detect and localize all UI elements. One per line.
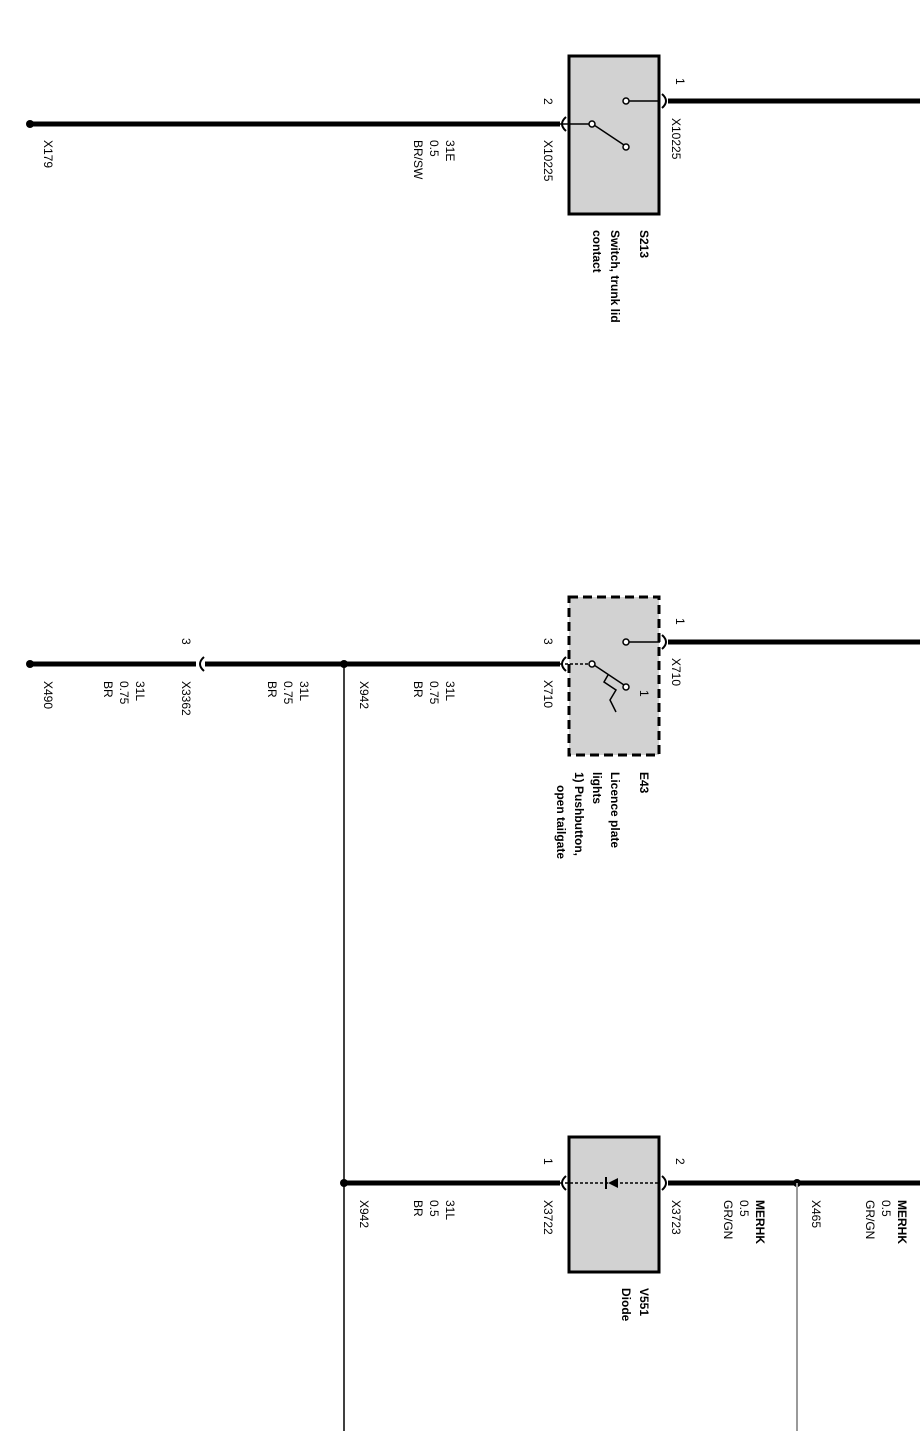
connector-label: X490	[41, 681, 55, 709]
wire-label: BR	[101, 681, 115, 698]
pin-socket-s213-1	[661, 93, 667, 109]
pin-socket-e43-1	[661, 634, 667, 650]
pin-socket-x3362	[199, 656, 205, 672]
splice-x942-b	[340, 1179, 348, 1187]
wire-label: MERHK	[895, 1200, 909, 1244]
terminal-x179	[26, 120, 34, 128]
wire-label: 31L	[297, 681, 311, 701]
component-desc: 1) Pushbutton,	[572, 772, 586, 856]
pin-label: 3	[179, 638, 193, 645]
connector-label: X942	[357, 1200, 371, 1228]
component-desc: Diode	[619, 1288, 633, 1322]
connector-label: X10225	[669, 118, 683, 160]
connector-label: X710	[669, 658, 683, 686]
wire-label: 31L	[443, 1200, 457, 1220]
pin-label: 1	[673, 78, 687, 85]
diode-symbol	[560, 1177, 660, 1189]
e43-section: 1 1 3 X710 X710 E43 Licence plate lights…	[26, 595, 920, 859]
wire-label: 31L	[133, 681, 147, 701]
connector-label: X3723	[669, 1200, 683, 1235]
component-desc: lights	[590, 772, 604, 804]
wire-label: GR/GN	[721, 1200, 735, 1239]
component-id: S213	[637, 230, 651, 258]
wire-label: 31E	[443, 140, 457, 161]
component-v551-box	[567, 1135, 661, 1274]
wire-label: BR	[411, 1200, 425, 1217]
wire-label: BR	[411, 681, 425, 698]
component-e43-box	[567, 595, 661, 757]
wire-label: 0.5	[879, 1200, 893, 1217]
pin-label: 3	[541, 638, 555, 645]
wire-label: BR/SW	[411, 140, 425, 180]
component-desc: open tailgate	[554, 785, 568, 859]
wire-label: 31L	[443, 681, 457, 701]
wire-label: 0.75	[427, 681, 441, 705]
wire-label: 0.75	[281, 681, 295, 705]
connector-label: X942	[357, 681, 371, 709]
wire-label: BR	[265, 681, 279, 698]
wire-label: GR/GN	[863, 1200, 877, 1239]
pin-label: 1	[673, 618, 687, 625]
switch-symbol	[560, 97, 660, 151]
v551-section: 2 1 X3723 X3722 V551 Diode 31L 0.5 BR X9…	[340, 1135, 920, 1431]
component-desc: Switch, trunk lid	[608, 230, 622, 323]
connector-label: X465	[809, 1200, 823, 1228]
wire-label: 0.5	[427, 1200, 441, 1217]
wire-label: 0.5	[427, 140, 441, 157]
pushbutton-symbol	[560, 638, 660, 713]
pin-socket-v551-2	[661, 1175, 667, 1191]
component-id: E43	[637, 772, 651, 794]
component-desc: contact	[590, 230, 604, 273]
component-s213-box	[567, 54, 661, 216]
pin-label: 1	[541, 1158, 555, 1165]
component-id: V551	[637, 1288, 651, 1316]
wire-label: MERHK	[753, 1200, 767, 1244]
connector-label: X179	[41, 140, 55, 168]
pin-label: 2	[673, 1158, 687, 1165]
s213-section: 1 2 X10225 X10225 S213 Switch, trunk lid…	[26, 54, 920, 323]
terminal-x490	[26, 660, 34, 668]
connector-label: X3722	[541, 1200, 555, 1235]
inner-mark: 1	[637, 690, 651, 697]
wire-label: 0.5	[737, 1200, 751, 1217]
component-desc: Licence plate	[608, 772, 622, 848]
connector-label: X710	[541, 680, 555, 708]
wire-label: 0.75	[117, 681, 131, 705]
connector-label: X3362	[179, 681, 193, 716]
connector-label: X10225	[541, 140, 555, 182]
pin-label: 2	[541, 98, 555, 105]
